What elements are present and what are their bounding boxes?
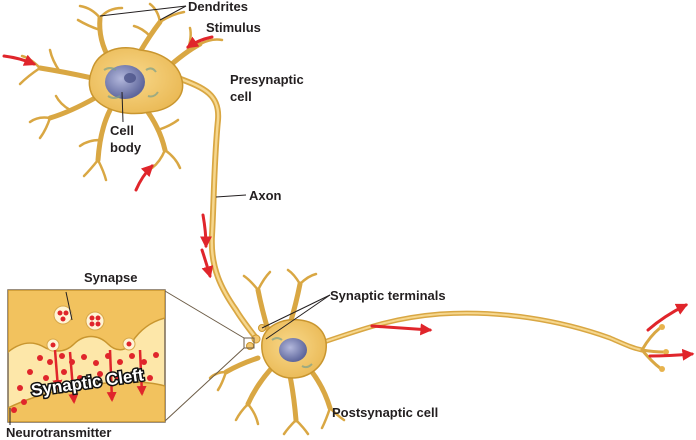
label-presynaptic-line2: cell (230, 89, 252, 104)
label-cell-body-line2: body (110, 140, 142, 155)
stimulus-arrow-bottom (134, 164, 154, 192)
synapse-inset (7, 289, 245, 423)
axon-arrow-2 (200, 248, 214, 279)
postsynaptic-nucleus (279, 338, 307, 362)
label-stimulus: Stimulus (206, 20, 261, 35)
axon-arrow-1 (199, 213, 212, 249)
label-cell-body: Cell body (110, 123, 142, 155)
presynaptic-dendrites (18, 2, 224, 182)
stimulus-arrow-left (2, 54, 37, 66)
postsynaptic-membrane (8, 381, 165, 422)
label-synaptic-terminals: Synaptic terminals (330, 288, 446, 303)
presynaptic-nucleus (105, 65, 145, 99)
release-arrows (52, 349, 147, 404)
synaptic-vesicles (46, 305, 136, 352)
label-synapse: Synapse (84, 270, 137, 285)
stimulus-arrow-top (186, 35, 214, 49)
magnified-region-box (243, 337, 255, 349)
label-axon: Axon (249, 188, 282, 203)
label-dendrites: Dendrites (188, 0, 248, 14)
label-postsynaptic-cell: Postsynaptic cell (332, 405, 438, 420)
label-cell-body-line1: Cell (110, 123, 134, 138)
output-arrow-bottom (648, 348, 695, 361)
label-presynaptic-line1: Presynaptic (230, 72, 304, 87)
leader-lines (9, 5, 331, 425)
presynaptic-neuron (18, 2, 259, 341)
axon-signal-arrow (370, 323, 433, 336)
label-neurotransmitter: Neurotransmitter (6, 425, 111, 440)
label-presynaptic-cell: Presynaptic cell (230, 72, 307, 104)
postsynaptic-neuron (208, 268, 669, 436)
signal-arrows (2, 35, 695, 361)
output-arrow-top (646, 303, 689, 332)
postsynaptic-dendrites (208, 268, 346, 436)
